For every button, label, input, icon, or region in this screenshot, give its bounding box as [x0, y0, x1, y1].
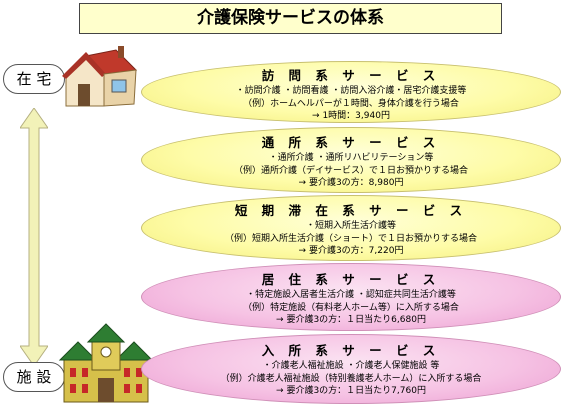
facility-icon: [58, 323, 154, 403]
service-line: （例）短期入所生活介護（ショート）で１日お預かりする場合: [224, 233, 477, 244]
oval-short-stay-services: 短 期 滞 在 系 サ ー ビ ス ・短期入所生活介護等 （例）短期入所生活介護…: [141, 195, 561, 261]
service-line: → 要介護3の方：１日当たり7,760円: [276, 386, 426, 396]
service-line: （例）介護老人福祉施設（特別養護老人ホーム）に入所する場合: [220, 373, 482, 384]
oval-facility-services: 入 所 系 サ ー ビ ス ・介護老人福祉施設 ・介護老人保健施設 等 （例）介…: [141, 334, 561, 404]
label-facility: 施 設: [3, 362, 65, 392]
service-name: 訪 問 系 サ ー ビ ス: [261, 68, 441, 83]
service-line: ・訪問介護 ・訪問看護 ・訪問入浴介護・居宅介護支援等: [235, 86, 467, 96]
service-line: ・特定施設入居者生活介護 ・認知症共同生活介護等: [246, 290, 456, 300]
service-line: → 要介護3の方：7,220円: [298, 246, 404, 256]
oval-day-services: 通 所 系 サ ー ビ ス ・通所介護 ・通所リハビリテーション等 （例）通所介…: [141, 127, 561, 193]
service-line: （例）ホームヘルパーが１時間、身体介護を行う場合: [243, 98, 459, 109]
oval-home-visit-services: 訪 問 系 サ ー ビ ス ・訪問介護 ・訪問看護 ・訪問入浴介護・居宅介護支援…: [141, 61, 561, 123]
house-icon: [62, 46, 138, 107]
double-arrow: [20, 108, 48, 366]
service-line: → 1時間：3,940円: [312, 111, 390, 121]
label-home: 在 宅: [3, 64, 65, 94]
service-line: ・介護老人福祉施設 ・介護老人保健施設 等: [262, 361, 440, 371]
service-line: → 要介護3の方：8,980円: [298, 178, 404, 188]
oval-residential-services: 居 住 系 サ ー ビ ス ・特定施設入居者生活介護 ・認知症共同生活介護等 （…: [141, 263, 561, 331]
service-line: （例）通所介護（デイサービス）で１日お預かりする場合: [233, 165, 468, 176]
service-line: → 要介護3の方：１日当たり6,680円: [276, 315, 426, 325]
service-line: （例）特定施設（有料老人ホーム等）に入所する場合: [243, 302, 459, 313]
service-name: 短 期 滞 在 系 サ ー ビ ス: [234, 203, 468, 218]
service-name: 居 住 系 サ ー ビ ス: [261, 272, 441, 287]
service-line: ・短期入所生活介護等: [305, 221, 396, 231]
service-name: 通 所 系 サ ー ビ ス: [261, 135, 441, 150]
service-name: 入 所 系 サ ー ビ ス: [261, 343, 441, 358]
diagram-title: 介護保険サービスの体系: [79, 3, 502, 34]
service-line: ・通所介護 ・通所リハビリテーション等: [268, 153, 434, 163]
